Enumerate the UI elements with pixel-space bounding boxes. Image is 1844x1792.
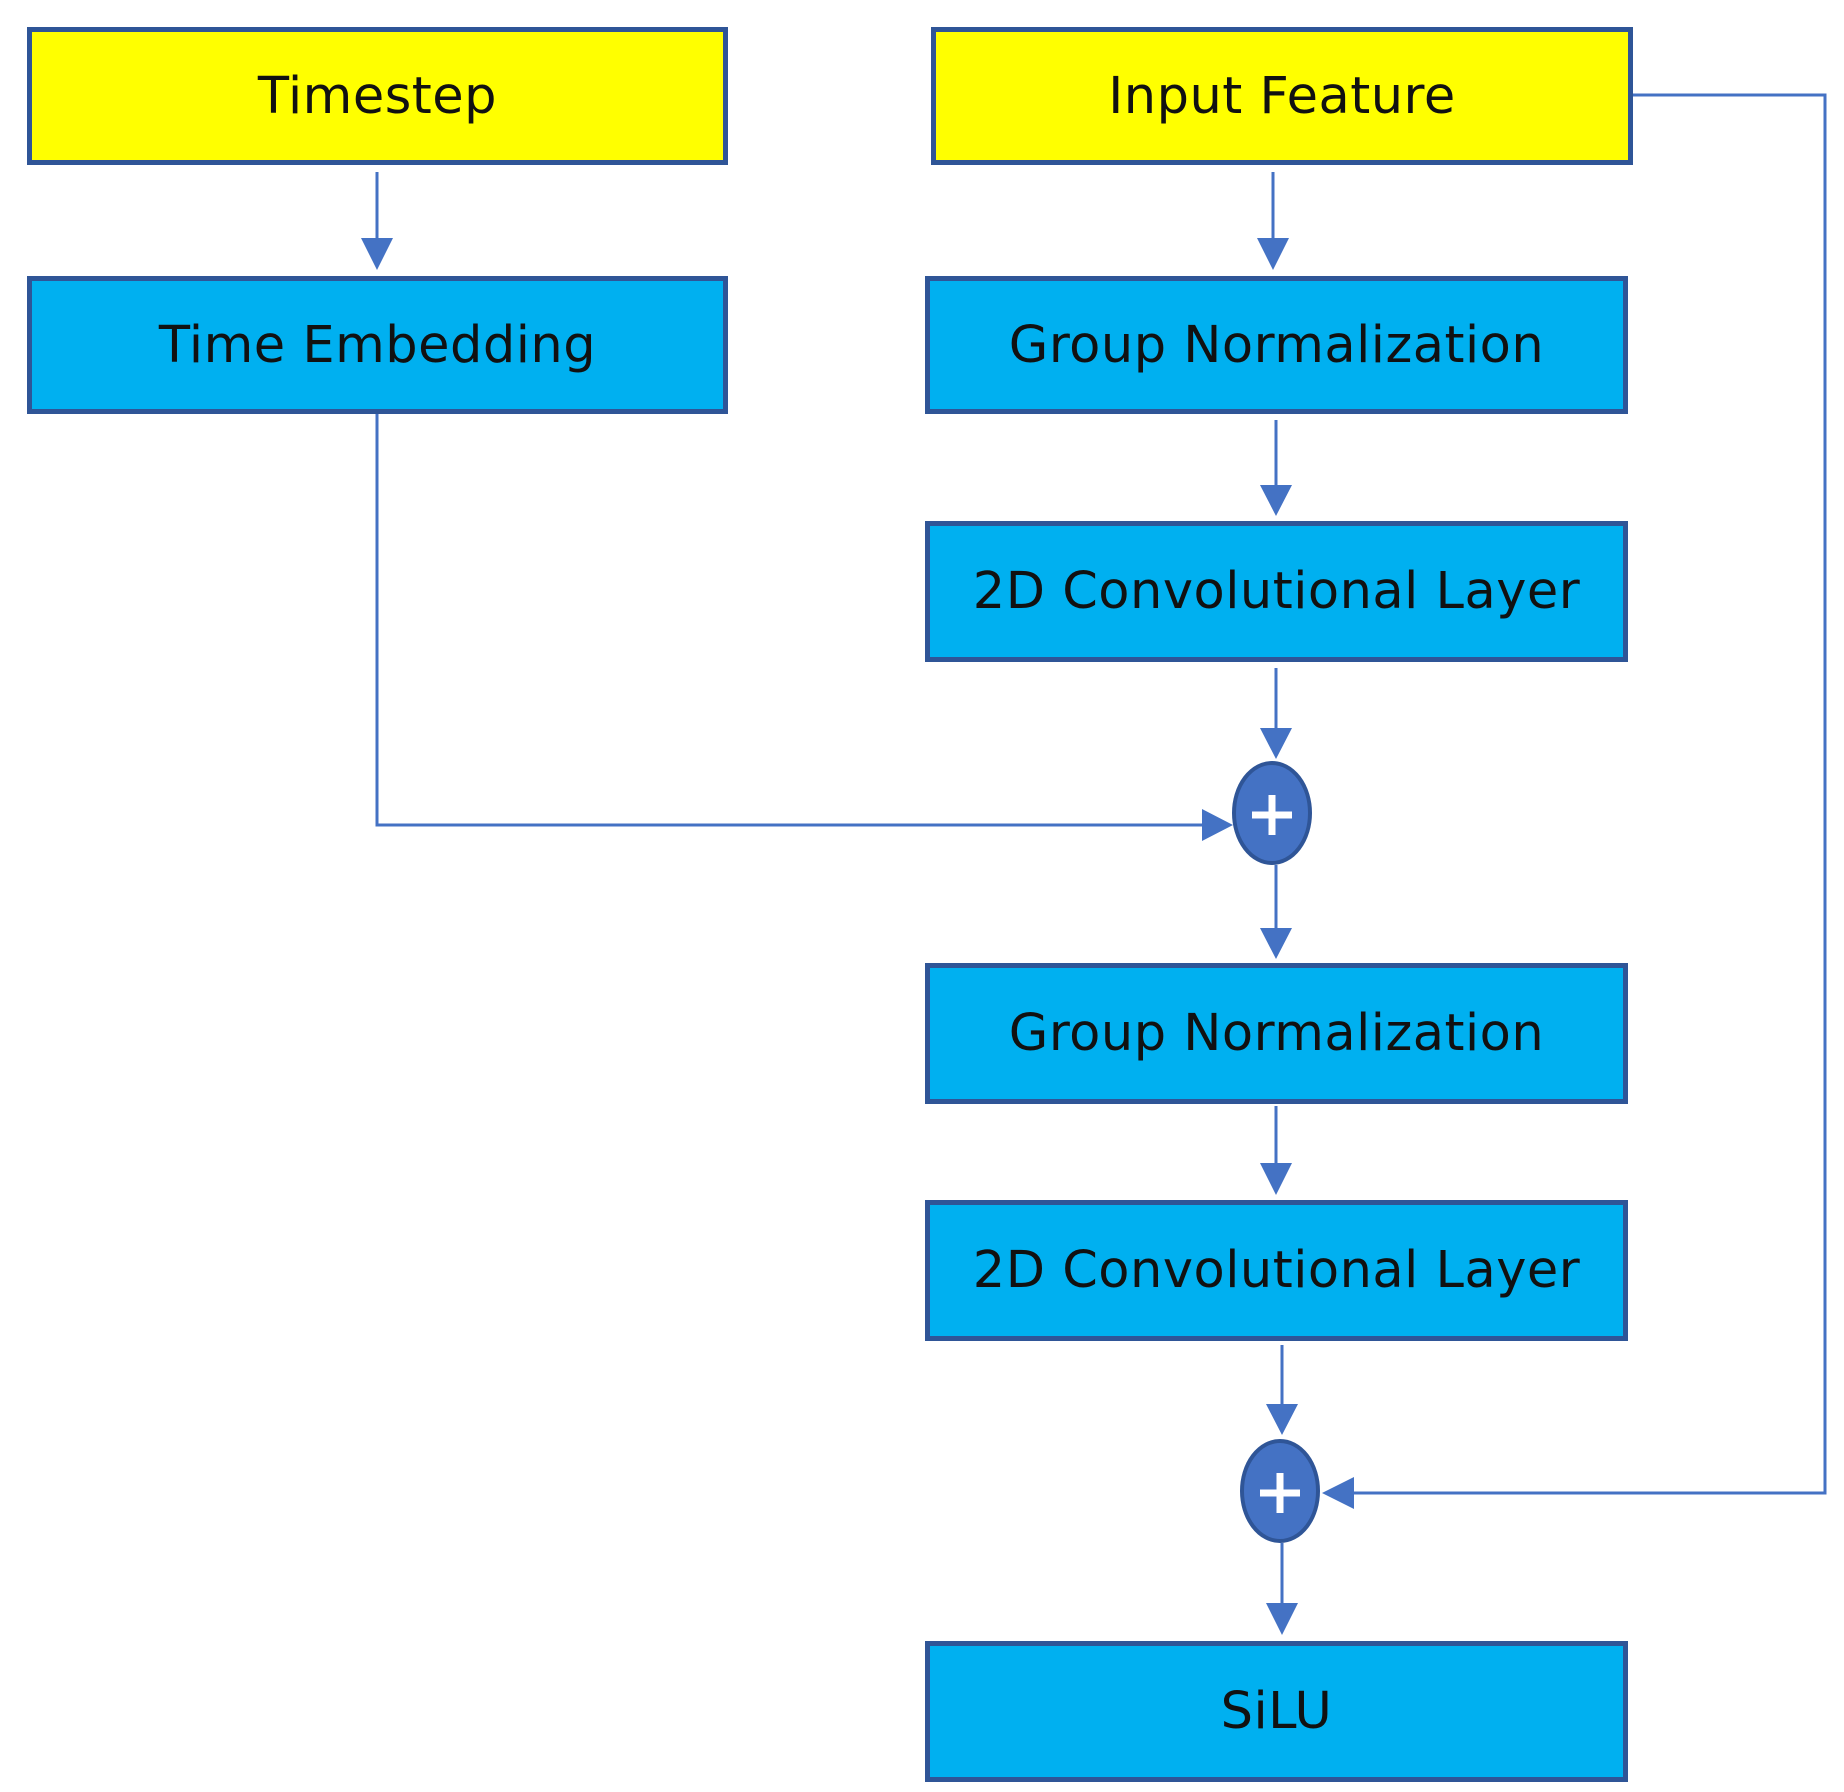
time-embedding-label: Time Embedding [158,315,597,375]
edge-time-embedding-to-add-1 [375,414,1205,827]
conv2d-label-1: 2D Convolutional Layer [972,562,1581,621]
time-embedding-node: Time Embedding [27,276,728,414]
arrowhead-conv-2 [1260,1163,1292,1195]
arrowhead-add-2-right [1322,1477,1354,1509]
input-feature-label: Input Feature [1108,66,1456,126]
silu-node: SiLU [925,1641,1628,1782]
arrowhead-add-1-top [1260,728,1292,759]
conv2d-node-2: 2D Convolutional Layer [925,1200,1628,1341]
arrowhead-group-norm-1 [1257,238,1289,270]
arrowhead-group-norm-2 [1260,928,1292,959]
group-normalization-label-2: Group Normalization [1008,1004,1545,1063]
silu-label: SiLU [1220,1682,1333,1741]
edge-input-skip-to-add-2 [1350,93,1827,1495]
group-normalization-node-1: Group Normalization [925,276,1628,414]
arrowhead-add-2-top [1266,1404,1298,1435]
conv2d-label-2: 2D Convolutional Layer [972,1241,1581,1300]
arrowhead-silu [1266,1603,1298,1635]
timestep-label: Timestep [257,66,498,126]
input-feature-node: Input Feature [931,27,1633,165]
arrowhead-time-embedding [361,238,393,270]
arrowhead-conv-1 [1260,485,1292,516]
arrowhead-add-1-left [1202,809,1233,841]
conv2d-node-1: 2D Convolutional Layer [925,521,1628,662]
group-normalization-node-2: Group Normalization [925,963,1628,1104]
timestep-node: Timestep [27,27,728,165]
group-normalization-label-1: Group Normalization [1008,315,1545,375]
